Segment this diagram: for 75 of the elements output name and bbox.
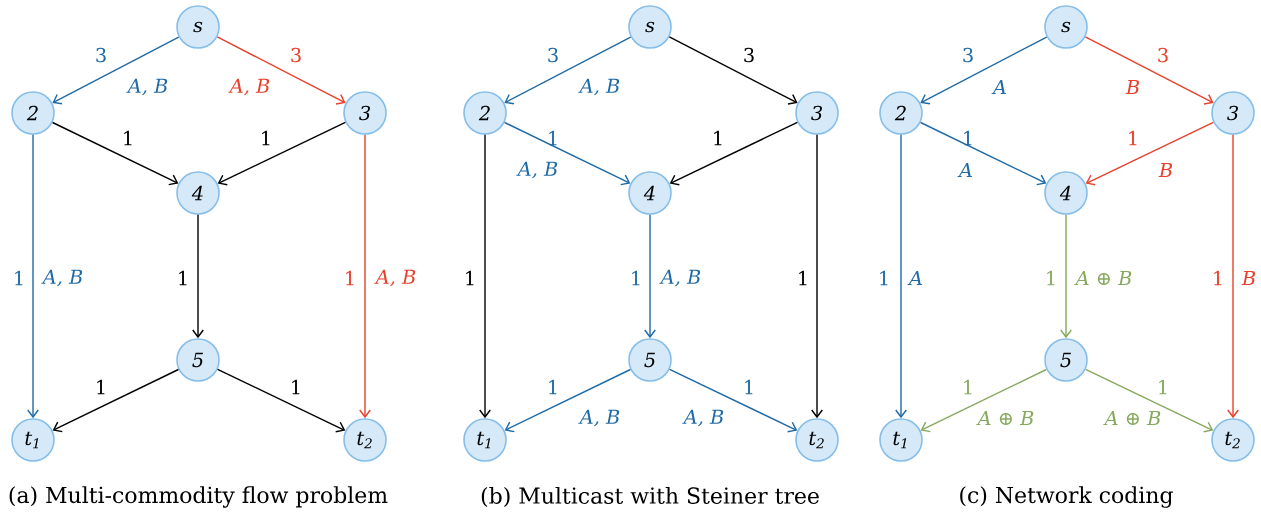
arrow xyxy=(216,368,346,433)
subfigure-caption: (a) Multi-commodity flow problem xyxy=(9,486,388,508)
flow-label: B xyxy=(1158,162,1172,178)
capacity-label: 3 xyxy=(744,47,754,63)
arrow xyxy=(216,36,346,105)
capacity-label: 3 xyxy=(1158,47,1168,63)
capacity-label: 1 xyxy=(292,379,300,395)
capacity-label: 1 xyxy=(97,379,105,395)
arrow xyxy=(1084,368,1214,433)
capacity-label: 1 xyxy=(1047,270,1055,286)
arrow xyxy=(192,214,204,339)
capacity-label: 1 xyxy=(466,270,474,286)
flow-label: B xyxy=(1125,79,1139,95)
capacity-label: 1 xyxy=(964,130,972,146)
arrow xyxy=(895,134,907,419)
arrow xyxy=(668,368,798,433)
arrow xyxy=(51,121,179,186)
flow-label: A ⊕ B xyxy=(1074,270,1132,286)
capacity-label: 1 xyxy=(179,270,187,286)
capacity-label: 1 xyxy=(346,270,354,286)
arrow xyxy=(1084,36,1214,105)
arrow xyxy=(359,134,371,419)
capacity-label: 3 xyxy=(291,47,301,63)
capacity-label: 1 xyxy=(124,130,132,146)
flow-label: A xyxy=(991,79,1006,95)
capacity-label: 1 xyxy=(1129,130,1137,146)
flow-label: A xyxy=(907,270,922,286)
arrow xyxy=(27,134,39,419)
capacity-label: 3 xyxy=(963,47,973,63)
capacity-label: 1 xyxy=(549,379,557,395)
arrow xyxy=(1060,214,1072,339)
capacity-label: 1 xyxy=(1159,379,1167,395)
capacity-label: 3 xyxy=(96,47,106,63)
flow-label: A ⊕ B xyxy=(976,410,1034,426)
arrow xyxy=(1085,121,1215,186)
arrow xyxy=(479,134,491,419)
capacity-label: 1 xyxy=(745,379,753,395)
flow-label: A ⊕ B xyxy=(1103,410,1161,426)
capacity-label: 1 xyxy=(549,130,557,146)
arrow xyxy=(811,134,823,419)
arrow xyxy=(503,121,631,186)
flow-label: A, B xyxy=(228,78,270,96)
arrow xyxy=(504,368,632,433)
capacity-label: 1 xyxy=(799,270,807,286)
capacity-label: 1 xyxy=(1214,270,1222,286)
subfigure-caption: (b) Multicast with Steiner tree xyxy=(481,486,819,508)
arrow xyxy=(504,36,632,105)
arrow xyxy=(920,36,1048,105)
flow-label: A, B xyxy=(41,269,83,287)
arrow xyxy=(920,368,1048,433)
flow-label: A, B xyxy=(126,78,168,96)
arrow xyxy=(644,214,656,339)
flow-label: B xyxy=(1241,270,1255,286)
flow-label: A, B xyxy=(659,269,701,287)
arrow xyxy=(1227,134,1239,419)
capacity-label: 1 xyxy=(262,130,270,146)
flow-label: A, B xyxy=(578,78,620,96)
subfigure-caption: (c) Network coding xyxy=(960,486,1173,508)
arrow xyxy=(52,368,180,433)
arrow xyxy=(669,121,799,186)
capacity-label: 1 xyxy=(964,379,972,395)
flow-label: A, B xyxy=(578,409,620,427)
capacity-label: 1 xyxy=(714,130,722,146)
capacity-label: 1 xyxy=(15,270,23,286)
capacity-label: 3 xyxy=(548,47,558,63)
arrow xyxy=(217,121,347,186)
flow-label: A xyxy=(957,162,972,178)
flow-label: A, B xyxy=(682,409,724,427)
capacity-label: 1 xyxy=(880,270,888,286)
arrow xyxy=(52,36,180,105)
flow-label: A, B xyxy=(374,269,416,287)
arrow xyxy=(668,36,798,105)
arrow xyxy=(919,121,1047,186)
flow-label: A, B xyxy=(516,161,558,179)
capacity-label: 1 xyxy=(632,270,640,286)
